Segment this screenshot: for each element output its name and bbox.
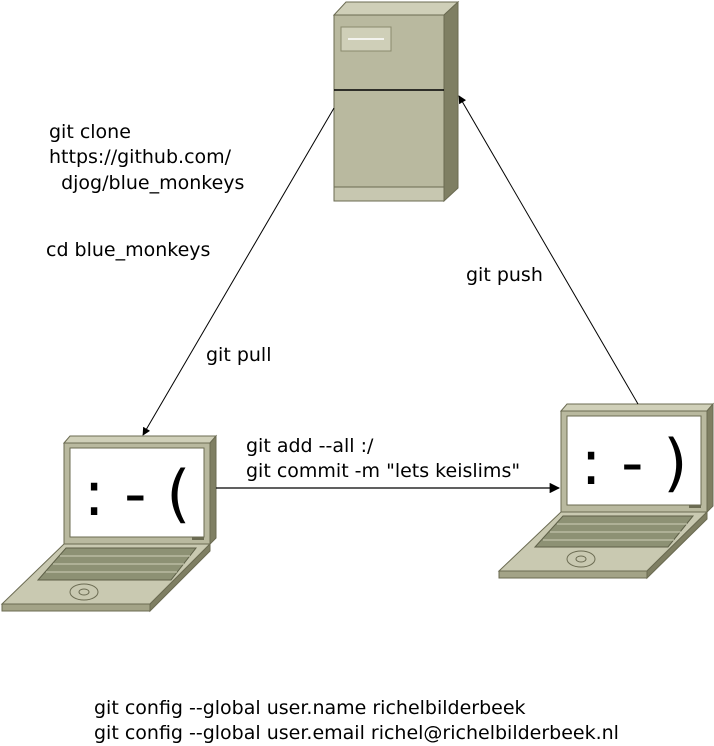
cd-label: cd blue_monkeys	[46, 239, 211, 261]
commit-label: git commit -m "lets keislims"	[246, 460, 521, 482]
laptop-right-icon: : - )	[497, 402, 714, 580]
clone-label-line3: djog/blue_monkeys	[49, 172, 245, 194]
clone-label-line1: git clone	[49, 121, 131, 143]
pull-label: git pull	[206, 344, 272, 366]
laptop-left-icon: : - (	[0, 434, 218, 613]
pull-arrow	[142, 107, 335, 436]
push-arrow	[458, 95, 639, 405]
config-email-label: git config --global user.email richel@ri…	[94, 722, 619, 744]
config-name-label: git config --global user.name richelbild…	[94, 697, 526, 719]
add-label: git add --all :/	[246, 435, 374, 457]
clone-label-line2: https://github.com/	[49, 146, 232, 168]
server-tower-icon	[332, 0, 460, 203]
right-laptop-screen-text: : - )	[581, 426, 688, 499]
left-laptop-screen-text: : - (	[84, 457, 191, 530]
push-label: git push	[466, 264, 543, 286]
